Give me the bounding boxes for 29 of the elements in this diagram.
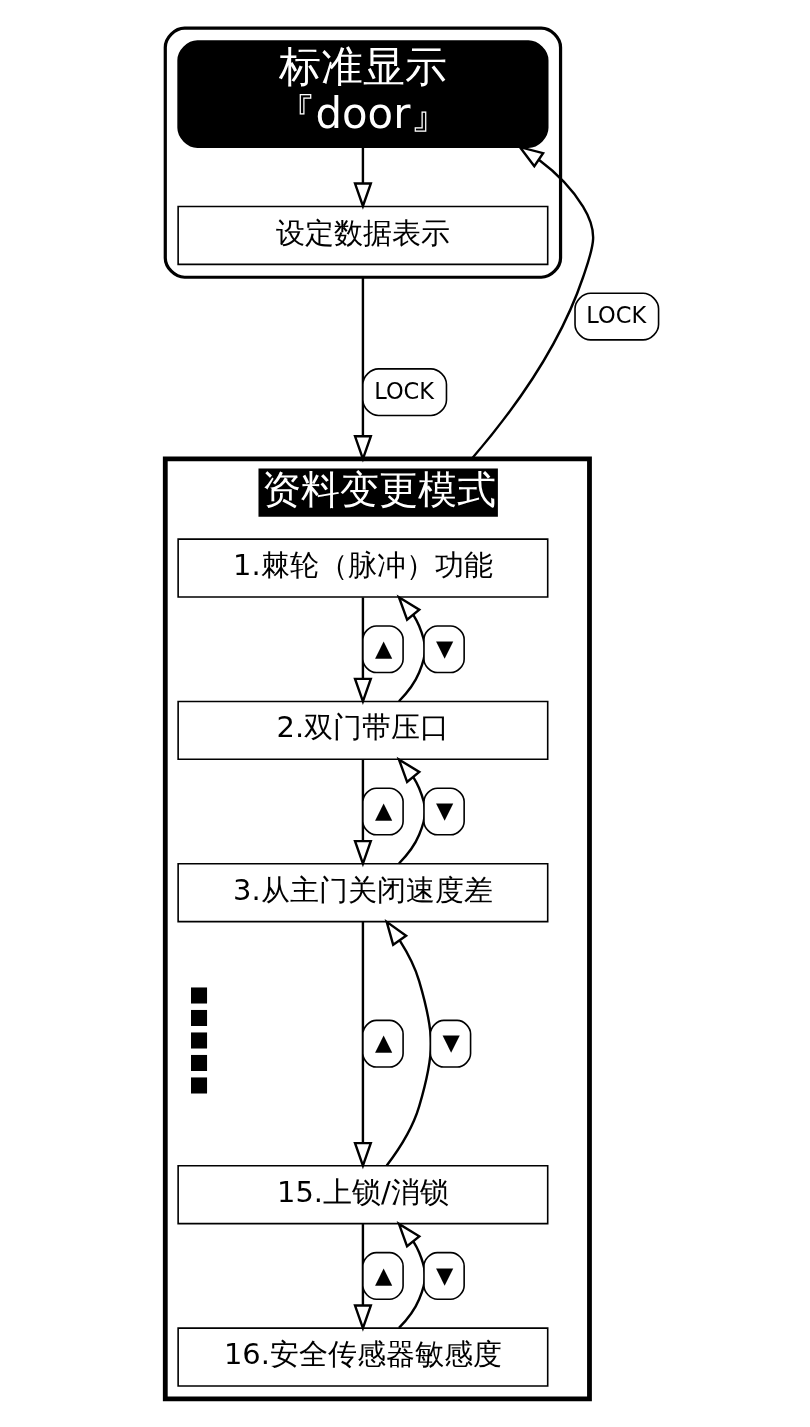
arrow [352, 759, 372, 868]
arrow [352, 597, 372, 705]
node-box: 15.上锁/消锁 [176, 1165, 548, 1225]
arrow [396, 756, 426, 865]
node-box: 16.安全传感器敏感度 [176, 1327, 548, 1387]
arrow [352, 277, 372, 463]
arrow [352, 1224, 372, 1332]
arrow [470, 145, 594, 460]
edge-label: LOCK [585, 302, 646, 329]
edge-label: ▼ [441, 1029, 460, 1056]
edge-label: ▼ [435, 634, 453, 661]
cluster [163, 26, 562, 279]
edge-label: LOCK [373, 377, 434, 404]
edge-label: ▲ [374, 1261, 392, 1288]
arrow [352, 147, 372, 210]
node-box: 标准显示 『door』 [176, 40, 548, 148]
edge-label: ▼ [435, 797, 453, 824]
node-box: 设定数据表示 [176, 205, 548, 266]
node-box: 1.棘轮（脉冲）功能 [176, 538, 548, 598]
arrow [384, 918, 432, 1167]
arrow [352, 921, 372, 1170]
arrow [396, 1221, 426, 1329]
edge-label: ▲ [374, 797, 392, 824]
node-box: 2.双门带压口 [176, 700, 548, 761]
edge-label: ▼ [435, 1261, 453, 1288]
node-box: 3.从主门关闭速度差 [176, 862, 548, 923]
edge-label: ▲ [374, 634, 392, 661]
edge-label: ▲ [374, 1029, 392, 1056]
arrow [396, 594, 426, 703]
